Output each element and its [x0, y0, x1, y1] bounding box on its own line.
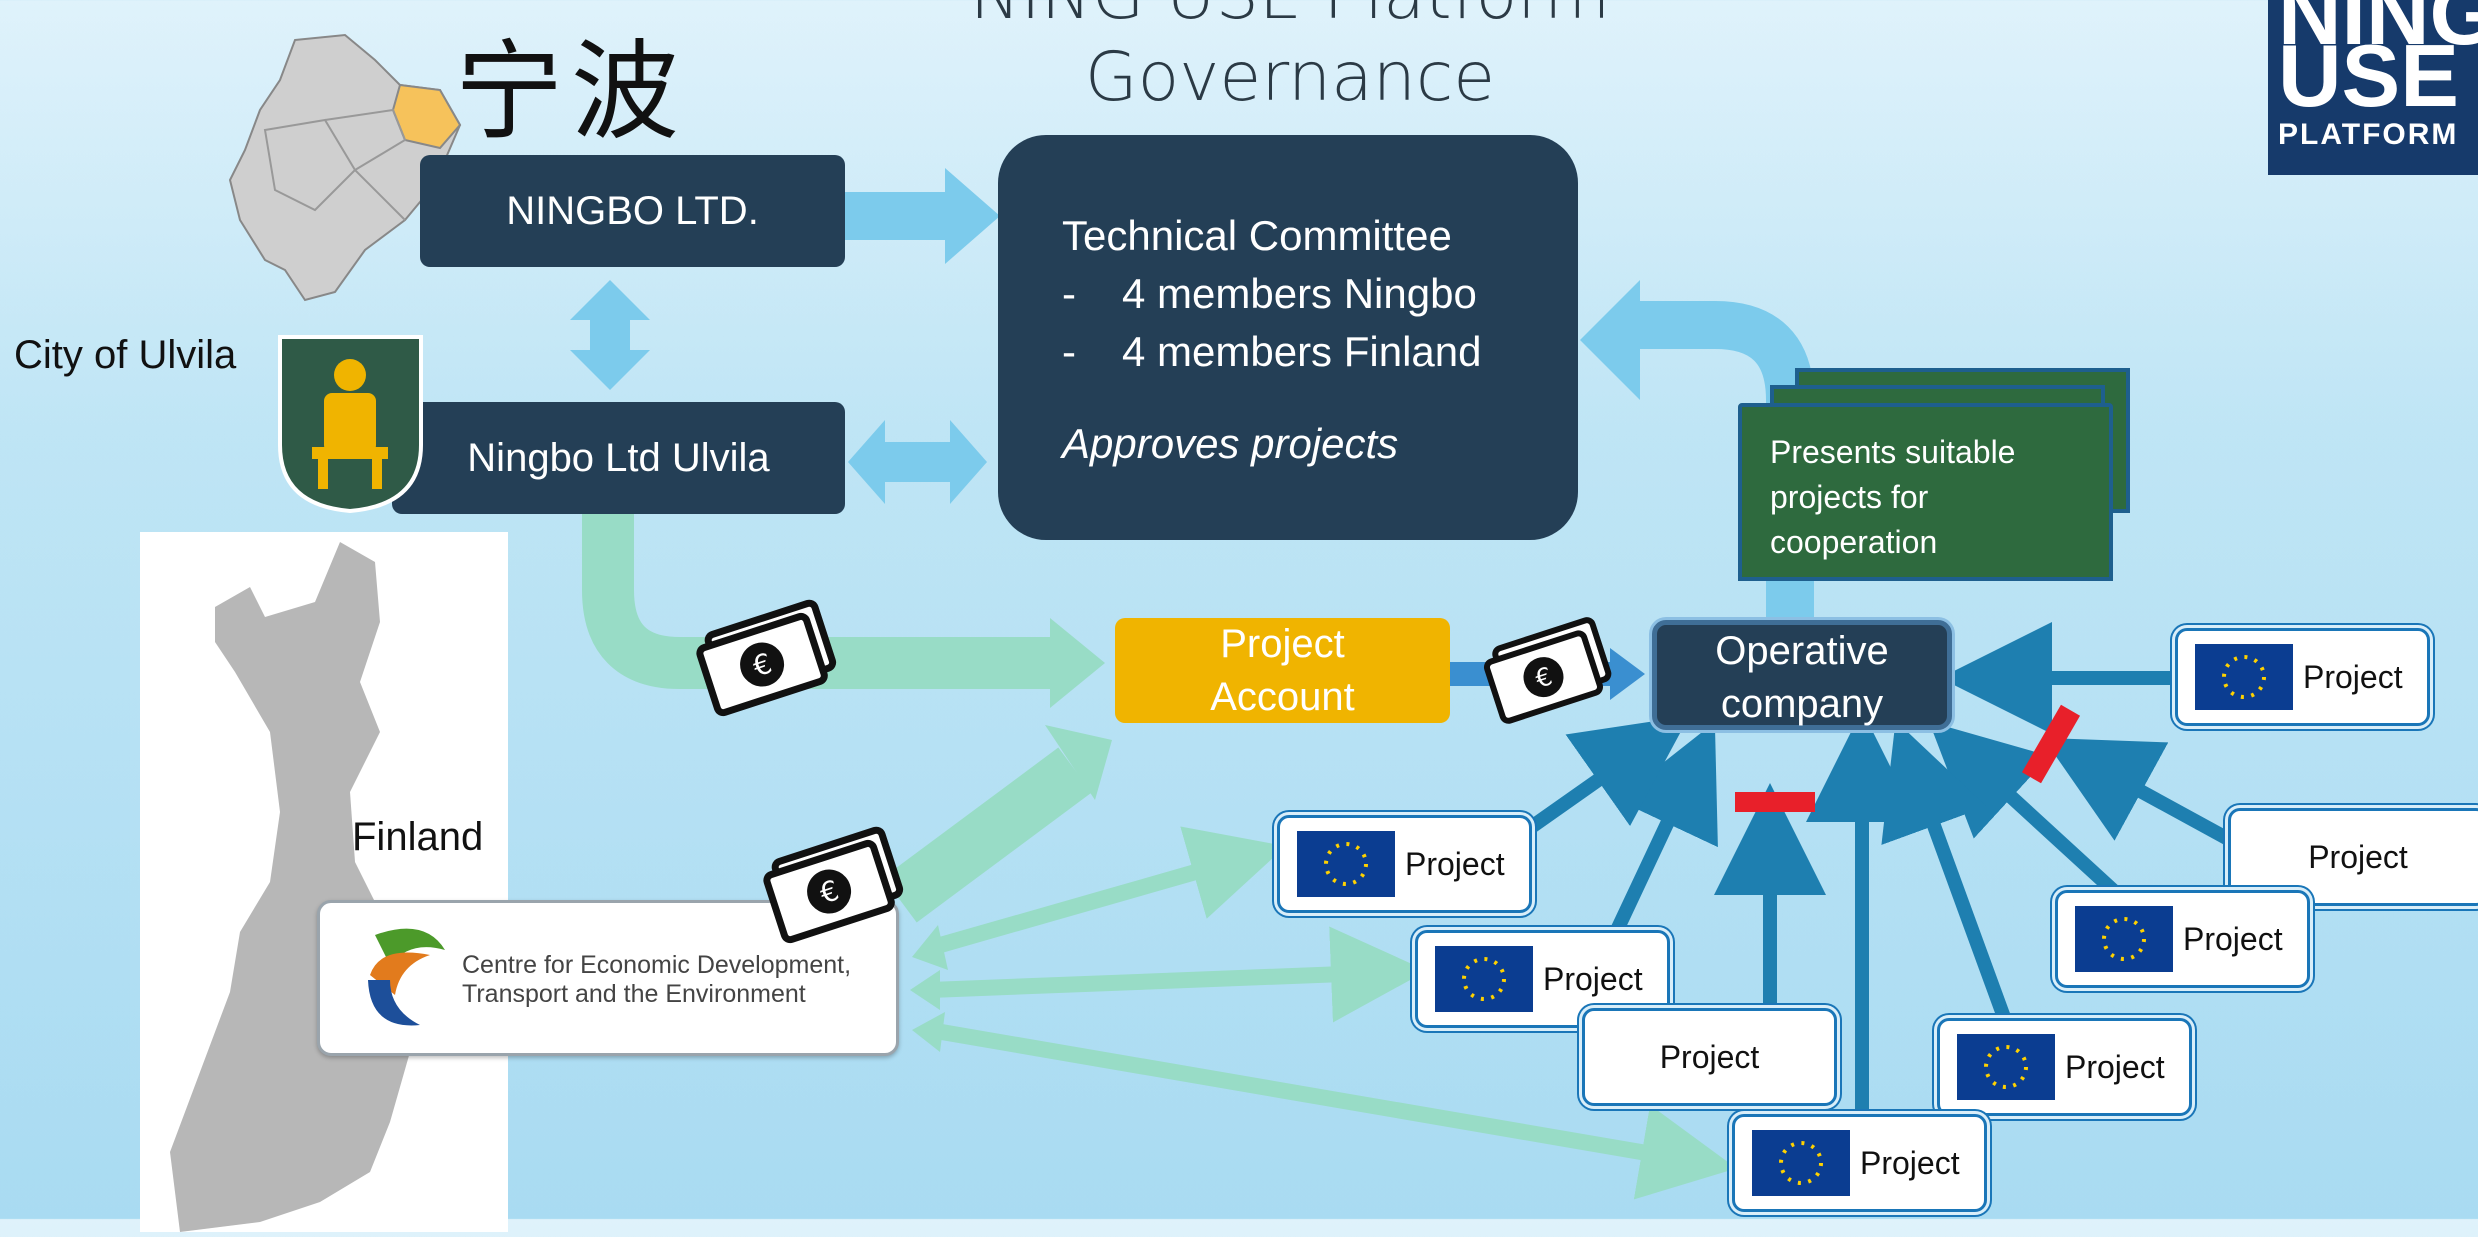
project-box: Project	[2055, 890, 2310, 988]
ely-name-line-1: Centre for Economic Development,	[462, 951, 852, 979]
arrow-ningbo-to-committee	[845, 168, 1000, 264]
ningbo-ltd-ulvila-box: Ningbo Ltd Ulvila	[392, 402, 845, 514]
ningbo-chinese-name: 宁波	[455, 30, 688, 155]
list-dash: -	[1062, 328, 1076, 375]
ely-centre-logo-icon	[368, 928, 445, 1026]
arrow-ulvila-committee	[848, 420, 987, 504]
committee-members-finland: 4 members Finland	[1122, 328, 1482, 375]
ulvila-coat-of-arms-icon	[278, 335, 423, 513]
ningbo-ltd-box: NINGBO LTD.	[420, 155, 845, 267]
project-label: Project	[2065, 1048, 2165, 1085]
project-label: Project	[2183, 920, 2283, 957]
finland-map-panel	[140, 532, 508, 1232]
project-label: Project	[1659, 1038, 1760, 1075]
finland-label: Finland	[352, 815, 484, 859]
committee-role: Approves projects	[1062, 420, 1399, 467]
ely-centre-name: Centre for Economic Development, Transpo…	[462, 951, 851, 1009]
project-box: Project	[2175, 628, 2430, 726]
list-dash: -	[1062, 270, 1076, 317]
project-label: Project	[2308, 838, 2408, 875]
project-box: Project	[1277, 815, 1532, 913]
project-label: Project	[1543, 960, 1643, 997]
euro-banknote-icon: €	[1483, 617, 1612, 724]
project-label: Project	[2303, 658, 2403, 695]
zhejiang-map-icon	[228, 33, 462, 302]
title-line-1: NING USE Platform	[850, 0, 1730, 37]
project-label: Project	[1405, 845, 1505, 882]
eu-flag-icon	[1957, 1034, 2055, 1100]
euro-banknote-icon: €	[763, 826, 904, 944]
eu-flag-icon	[2195, 644, 2293, 710]
operative-line-2: company	[1720, 682, 1884, 726]
project-account-line-2: Account	[1210, 675, 1355, 719]
project-box: Project	[1415, 930, 1670, 1028]
arrow-projects-to-operative	[1525, 622, 2234, 1112]
ely-centre-box: Centre for Economic Development, Transpo…	[317, 900, 899, 1056]
committee-member-line-1: -4 members Ningbo	[1062, 265, 1578, 323]
committee-member-line-2: -4 members Finland	[1062, 323, 1578, 381]
page-title: NING USE Platform Governance	[850, 0, 1730, 119]
project-box: Project	[1937, 1018, 2192, 1116]
project-account-line-1: Project	[1220, 622, 1345, 666]
eu-flag-icon	[1435, 946, 1533, 1012]
document-stack-front	[1738, 403, 2113, 581]
eu-flag-icon	[2075, 906, 2173, 972]
project-account-box: Project Account	[1115, 618, 1450, 723]
finland-map-icon	[170, 542, 410, 1232]
ningbo-ltd-ulvila-label: Ningbo Ltd Ulvila	[467, 435, 770, 480]
blocker-bar-icon	[2021, 704, 2081, 784]
arrow-ely-projects	[910, 826, 1737, 1200]
project-box: Project	[1582, 1008, 1837, 1106]
ningbo-ltd-label: NINGBO LTD.	[506, 188, 759, 233]
logo-line-2: USE	[2278, 26, 2459, 125]
project-box: Project	[2228, 808, 2478, 906]
committee-members-ningbo: 4 members Ningbo	[1122, 270, 1477, 317]
arrow-ely-to-account	[883, 725, 1112, 923]
committee-title: Technical Committee	[1062, 212, 1452, 259]
ely-name-line-2: Transport and the Environment	[462, 980, 806, 1008]
city-of-ulvila-label: City of Ulvila	[14, 333, 237, 377]
ning-use-logo: NING USE PLATFORM	[2268, 0, 2478, 175]
technical-committee-box: Technical Committee -4 members Ningbo -4…	[998, 135, 1578, 540]
arrow-ulvila-to-account	[582, 512, 1105, 708]
euro-banknote-icon: €	[696, 599, 837, 717]
arrow-ningbo-vertical	[570, 280, 650, 390]
operative-line-1: Operative	[1715, 629, 1889, 673]
blocker-bar-icon	[1735, 792, 1815, 812]
operative-company-box: Operative company	[1652, 620, 1952, 730]
project-box: Project	[1732, 1114, 1987, 1212]
eu-flag-icon	[1752, 1130, 1850, 1196]
logo-line-3: PLATFORM	[2278, 118, 2459, 151]
presents-projects-text: Presents suitable projects for cooperati…	[1770, 434, 2016, 560]
eu-flag-icon	[1297, 831, 1395, 897]
logo-line-1: NING	[2278, 0, 2478, 63]
title-line-2: Governance	[1084, 38, 1496, 117]
project-label: Project	[1860, 1144, 1960, 1181]
